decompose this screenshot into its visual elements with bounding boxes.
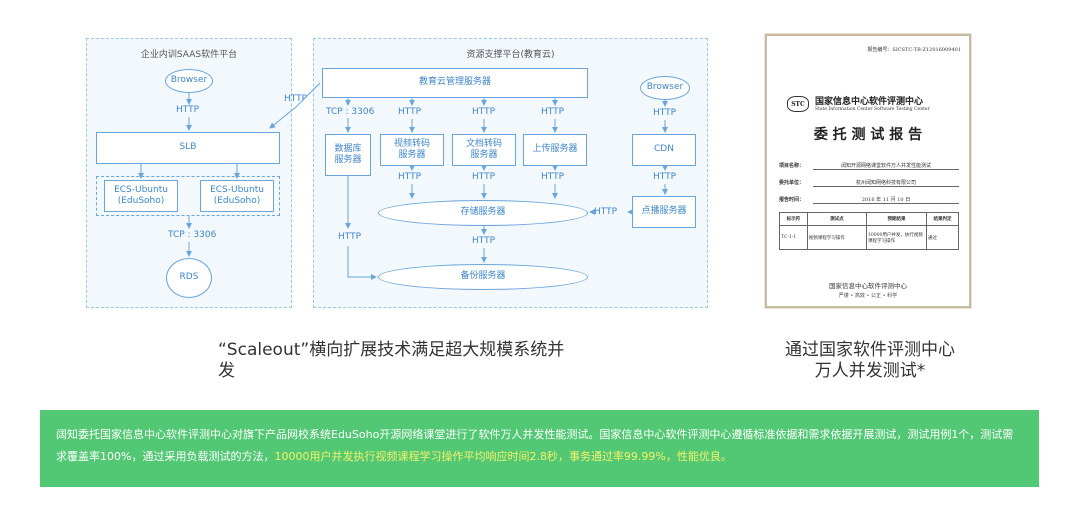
report-title: 委 托 测 试 报 告: [813, 127, 923, 143]
doc-transcode-node: 文档转码 服务器: [452, 134, 516, 166]
report-org-en: State Information Center Software Testin…: [815, 107, 930, 112]
td-expected: 10000用户并发，执行视频课程学习操作: [866, 225, 928, 250]
right-tcp-label: TCP : 3306: [326, 107, 375, 117]
caption-right: 通过国家软件评测中心 万人并发测试*: [770, 340, 970, 383]
caption-right-line2: 万人并发测试*: [814, 361, 926, 382]
http-to-doc: HTTP: [472, 107, 496, 117]
ecs2-line1: ECS-Ubuntu: [210, 184, 264, 195]
td-id: TC-1-1: [779, 225, 808, 250]
left-browser-node: Browser: [165, 69, 213, 93]
th-expected: 预期结果: [866, 212, 928, 226]
http-db-backup: HTTP: [338, 232, 362, 242]
field-label-client: 委托单位：: [779, 180, 805, 186]
cdn-node: CDN: [632, 134, 696, 166]
http-video-storage: HTTP: [398, 172, 422, 182]
db-line1: 数据库: [334, 143, 362, 154]
ecs-group-box: [96, 176, 280, 216]
field-value-client: 杭州阔知网络科技有限公司: [813, 179, 959, 187]
doc-line1: 文档转码: [465, 138, 502, 149]
db-line2: 服务器: [334, 155, 362, 165]
backup-server-node: 备份服务器: [378, 264, 588, 290]
th-id: 标示符: [779, 212, 808, 226]
field-value-project: 阔知开源网络课堂软件万人并发性能测试: [813, 162, 959, 170]
left-http-label: HTTP: [176, 105, 200, 115]
report-footer-org: 国家信息中心软件评测中心: [829, 282, 907, 290]
ecs1-line2: (EduSoho): [117, 196, 165, 206]
th-verdict: 结果判定: [926, 212, 959, 226]
report-result-table: 标示符 测试点 预期结果 结果判定 TC-1-1 视频课程学习操作 10000用…: [779, 212, 959, 250]
field-label-date: 报告时间：: [779, 197, 805, 203]
rds-node: RDS: [166, 258, 212, 298]
http-browser-cdn: HTTP: [653, 108, 677, 118]
http-upload-storage: HTTP: [541, 172, 565, 182]
video-line2: 服务器: [398, 150, 426, 160]
saas-panel-title: 企业内训SAAS软件平台: [140, 50, 238, 60]
report-org-cn: 国家信息中心软件评测中心: [815, 97, 924, 107]
th-point: 测试点: [806, 212, 868, 226]
doc-line2: 服务器: [470, 150, 498, 160]
http-to-video: HTTP: [398, 107, 422, 117]
http-cdn-playback: HTTP: [653, 172, 677, 182]
caption-left-line2: 发: [218, 361, 235, 382]
report-logo: STC: [787, 96, 809, 112]
ecs-node-1: ECS-Ubuntu (EduSoho): [104, 180, 178, 212]
test-report-document: 报告编号：SICSTC-TB-Z12016009401 STC 国家信息中心软件…: [765, 34, 971, 308]
http-to-upload: HTTP: [541, 107, 565, 117]
cross-http-label: HTTP: [284, 94, 308, 104]
left-tcp-label: TCP : 3306: [168, 230, 217, 240]
caption-right-line1: 通过国家软件评测中心: [785, 340, 955, 360]
report-field-3: 报告时间： 2016 年 11 月 10 日: [779, 196, 959, 204]
report-footer-motto: 严谨 • 高效 • 公正 • 科学: [838, 293, 898, 299]
ecs-node-2: ECS-Ubuntu (EduSoho): [200, 180, 274, 212]
ecs1-line1: ECS-Ubuntu: [114, 184, 168, 195]
td-verdict: 通过: [926, 225, 959, 250]
td-point: 视频课程学习操作: [806, 225, 868, 250]
http-playback-storage: HTTP: [594, 207, 618, 217]
caption-left: “Scaleout”横向扩展技术满足超大规模系统并 发: [218, 340, 638, 383]
mgmt-server-node: 教育云管理服务器: [322, 68, 588, 98]
field-label-project: 项目名称：: [779, 163, 805, 169]
slb-node: SLB: [96, 132, 280, 164]
playback-server-node: 点播服务器: [632, 196, 696, 228]
report-field-1: 项目名称： 阔知开源网络课堂软件万人并发性能测试: [779, 162, 959, 170]
caption-left-line1: “Scaleout”横向扩展技术满足超大规模系统并: [218, 340, 565, 360]
summary-banner: 阔知委托国家信息中心软件评测中心对旗下产品网校系统EduSoho开源网络课堂进行…: [40, 410, 1039, 487]
report-field-2: 委托单位： 杭州阔知网络科技有限公司: [779, 179, 959, 187]
http-storage-backup: HTTP: [472, 236, 496, 246]
right-browser-node: Browser: [640, 76, 690, 100]
field-value-date: 2016 年 11 月 10 日: [813, 196, 959, 204]
banner-highlight: 10000用户并发执行视频课程学习操作平均响应时间2.8秒，事务通过率99.99…: [274, 450, 732, 463]
video-line1: 视频转码: [393, 138, 430, 149]
storage-server-node: 存储服务器: [378, 200, 588, 226]
db-server-node: 数据库 服务器: [325, 134, 371, 176]
resource-panel-title: 资源支撑平台(教育云): [466, 50, 555, 60]
report-number: 报告编号：SICSTC-TB-Z12016009401: [867, 47, 961, 53]
banner-text: 阔知委托国家信息中心软件评测中心对旗下产品网校系统EduSoho开源网络课堂进行…: [56, 428, 1014, 463]
ecs2-line2: (EduSoho): [213, 196, 261, 206]
http-doc-storage: HTTP: [472, 172, 496, 182]
